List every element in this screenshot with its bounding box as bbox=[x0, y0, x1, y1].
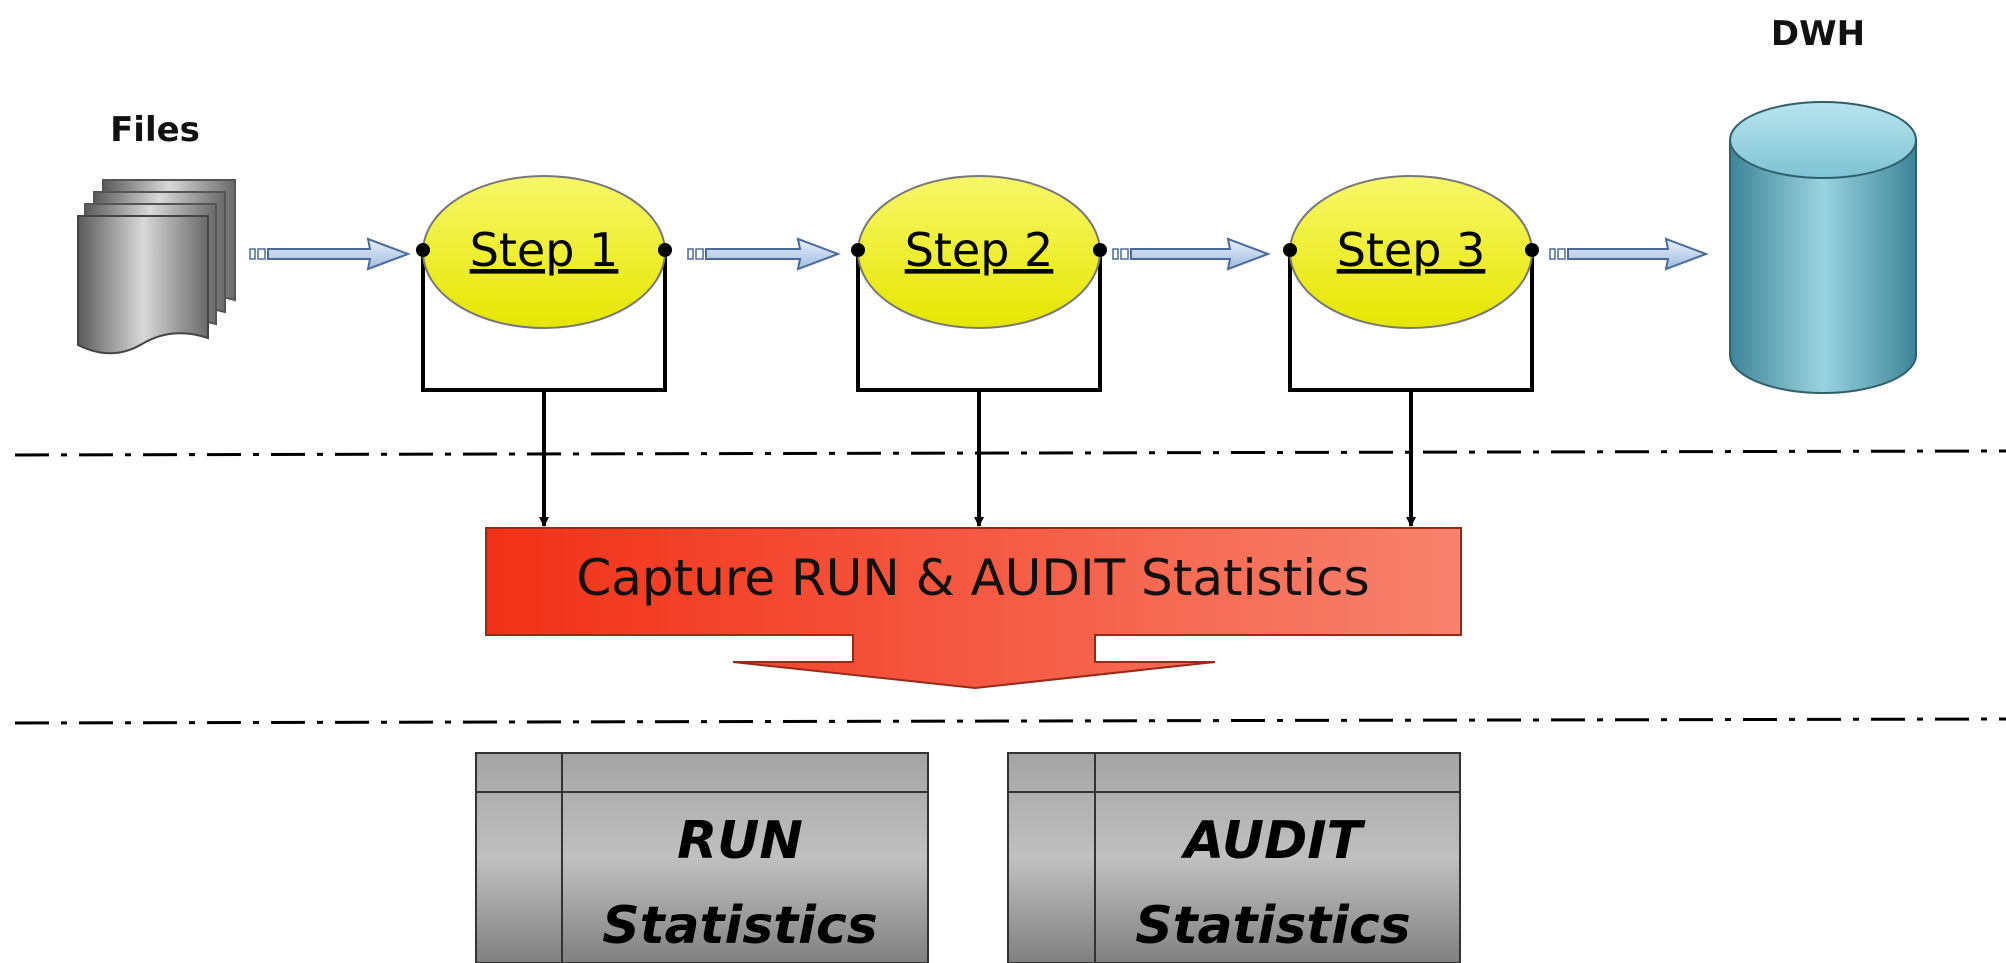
audit-statistics-subtitle: Statistics bbox=[1135, 896, 1411, 956]
separator-line-top bbox=[14, 449, 2006, 457]
step-3-label: Step 3 bbox=[1337, 223, 1486, 277]
flow-arrow-step2-to-step3 bbox=[1112, 237, 1271, 271]
files-icon bbox=[77, 179, 236, 355]
files-label: Files bbox=[110, 110, 200, 150]
dwh-database-icon bbox=[1729, 101, 1917, 394]
run-statistics-subtitle: Statistics bbox=[602, 896, 878, 956]
step-3-output-port bbox=[1525, 243, 1539, 257]
audit-statistics-table: AUDIT Statistics bbox=[1007, 752, 1461, 963]
step-2-output-port bbox=[1093, 243, 1107, 257]
dwh-label: DWH bbox=[1771, 14, 1865, 54]
separator-line-bottom bbox=[14, 717, 2006, 725]
flow-arrow-files-to-step1 bbox=[249, 237, 411, 271]
step-2-node: Step 2 bbox=[851, 175, 1107, 527]
flow-arrow-step3-to-dwh bbox=[1549, 237, 1709, 271]
capture-statistics-label: Capture RUN & AUDIT Statistics bbox=[576, 549, 1369, 607]
step-2-input-port bbox=[851, 243, 865, 257]
capture-statistics-block: Capture RUN & AUDIT Statistics bbox=[485, 527, 1462, 690]
run-statistics-title: RUN bbox=[677, 811, 803, 871]
run-statistics-table: RUN Statistics bbox=[475, 752, 929, 963]
step-1-output-port bbox=[658, 243, 672, 257]
audit-statistics-title: AUDIT bbox=[1180, 811, 1366, 871]
step-3-input-port bbox=[1283, 243, 1297, 257]
flow-arrow-step1-to-step2 bbox=[687, 237, 841, 271]
step-2-label: Step 2 bbox=[905, 223, 1054, 277]
step-1-node: Step 1 bbox=[416, 175, 672, 527]
step-1-label: Step 1 bbox=[470, 223, 619, 277]
step-3-node: Step 3 bbox=[1283, 175, 1539, 527]
step-1-input-port bbox=[416, 243, 430, 257]
